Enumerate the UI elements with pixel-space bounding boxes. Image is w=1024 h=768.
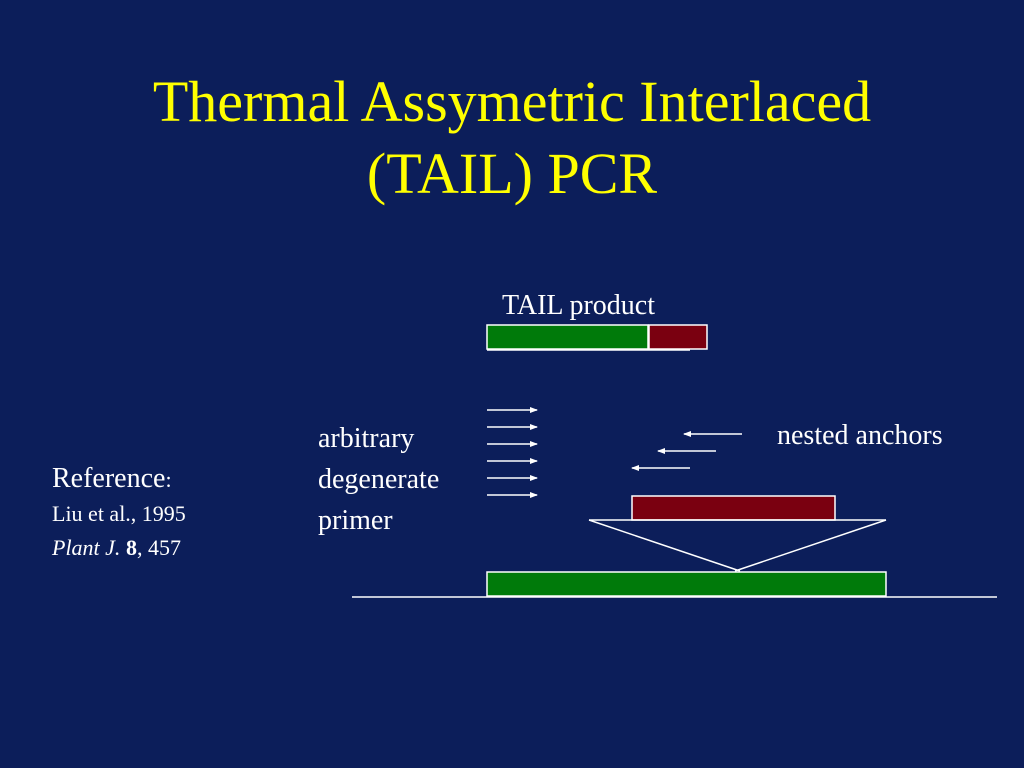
zoom-lines [588, 519, 887, 572]
reference-heading: Reference: [52, 462, 186, 497]
reference-heading-text: Reference [52, 463, 166, 494]
anchor-arrows [631, 431, 742, 471]
tail-product-bar [486, 324, 708, 351]
reference-authors: Liu et al., 1995 [52, 501, 186, 526]
primer-label-line-3: primer [318, 505, 393, 536]
slide-title: Thermal Assymetric Interlaced (TAIL) PCR [0, 66, 1024, 210]
known-sequence-green-bar [486, 571, 887, 597]
reference-citation: Plant J. 8, 457 [52, 531, 186, 565]
primer-label-line-2: degenerate [318, 464, 440, 495]
reference-pages: , 457 [136, 535, 181, 560]
title-line-1: Thermal Assymetric Interlaced [152, 69, 872, 134]
primer-label-line-1: arbitrary [318, 423, 415, 454]
title-line-2: (TAIL) PCR [366, 141, 658, 206]
primer-arrows [487, 407, 538, 498]
nested-anchors-label: nested anchors [777, 420, 943, 451]
reference-journal: Plant J. [52, 535, 121, 560]
reference-block: Reference: Liu et al., 1995 Plant J. 8, … [52, 462, 186, 565]
primer-label: arbitrary degenerate primer [318, 418, 439, 541]
tail-product-red-segment [648, 324, 708, 350]
tail-product-label: TAIL product [502, 290, 656, 321]
reference-volume: 8 [125, 535, 137, 560]
reference-heading-colon: : [165, 467, 172, 492]
insert-red-bar [631, 495, 836, 521]
tail-product-green-segment [486, 324, 649, 350]
